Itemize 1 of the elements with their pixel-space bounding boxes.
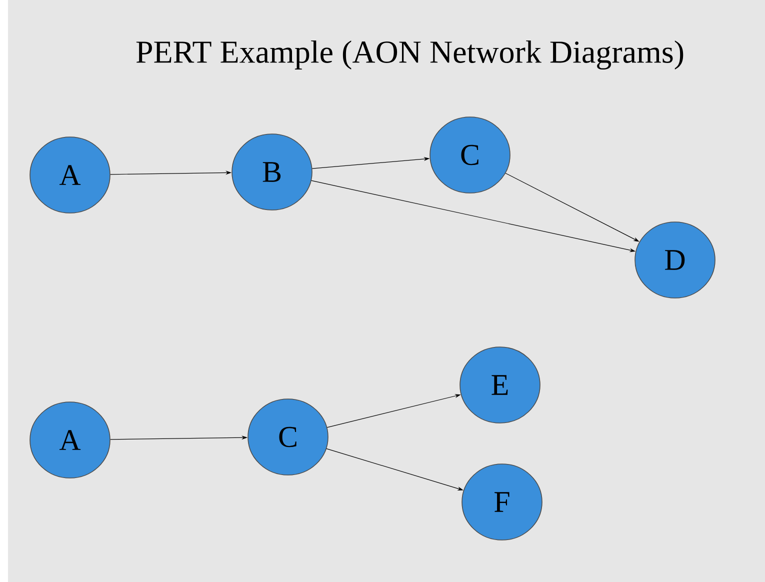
title: PERT Example (AON Network Diagrams) (136, 40, 684, 70)
